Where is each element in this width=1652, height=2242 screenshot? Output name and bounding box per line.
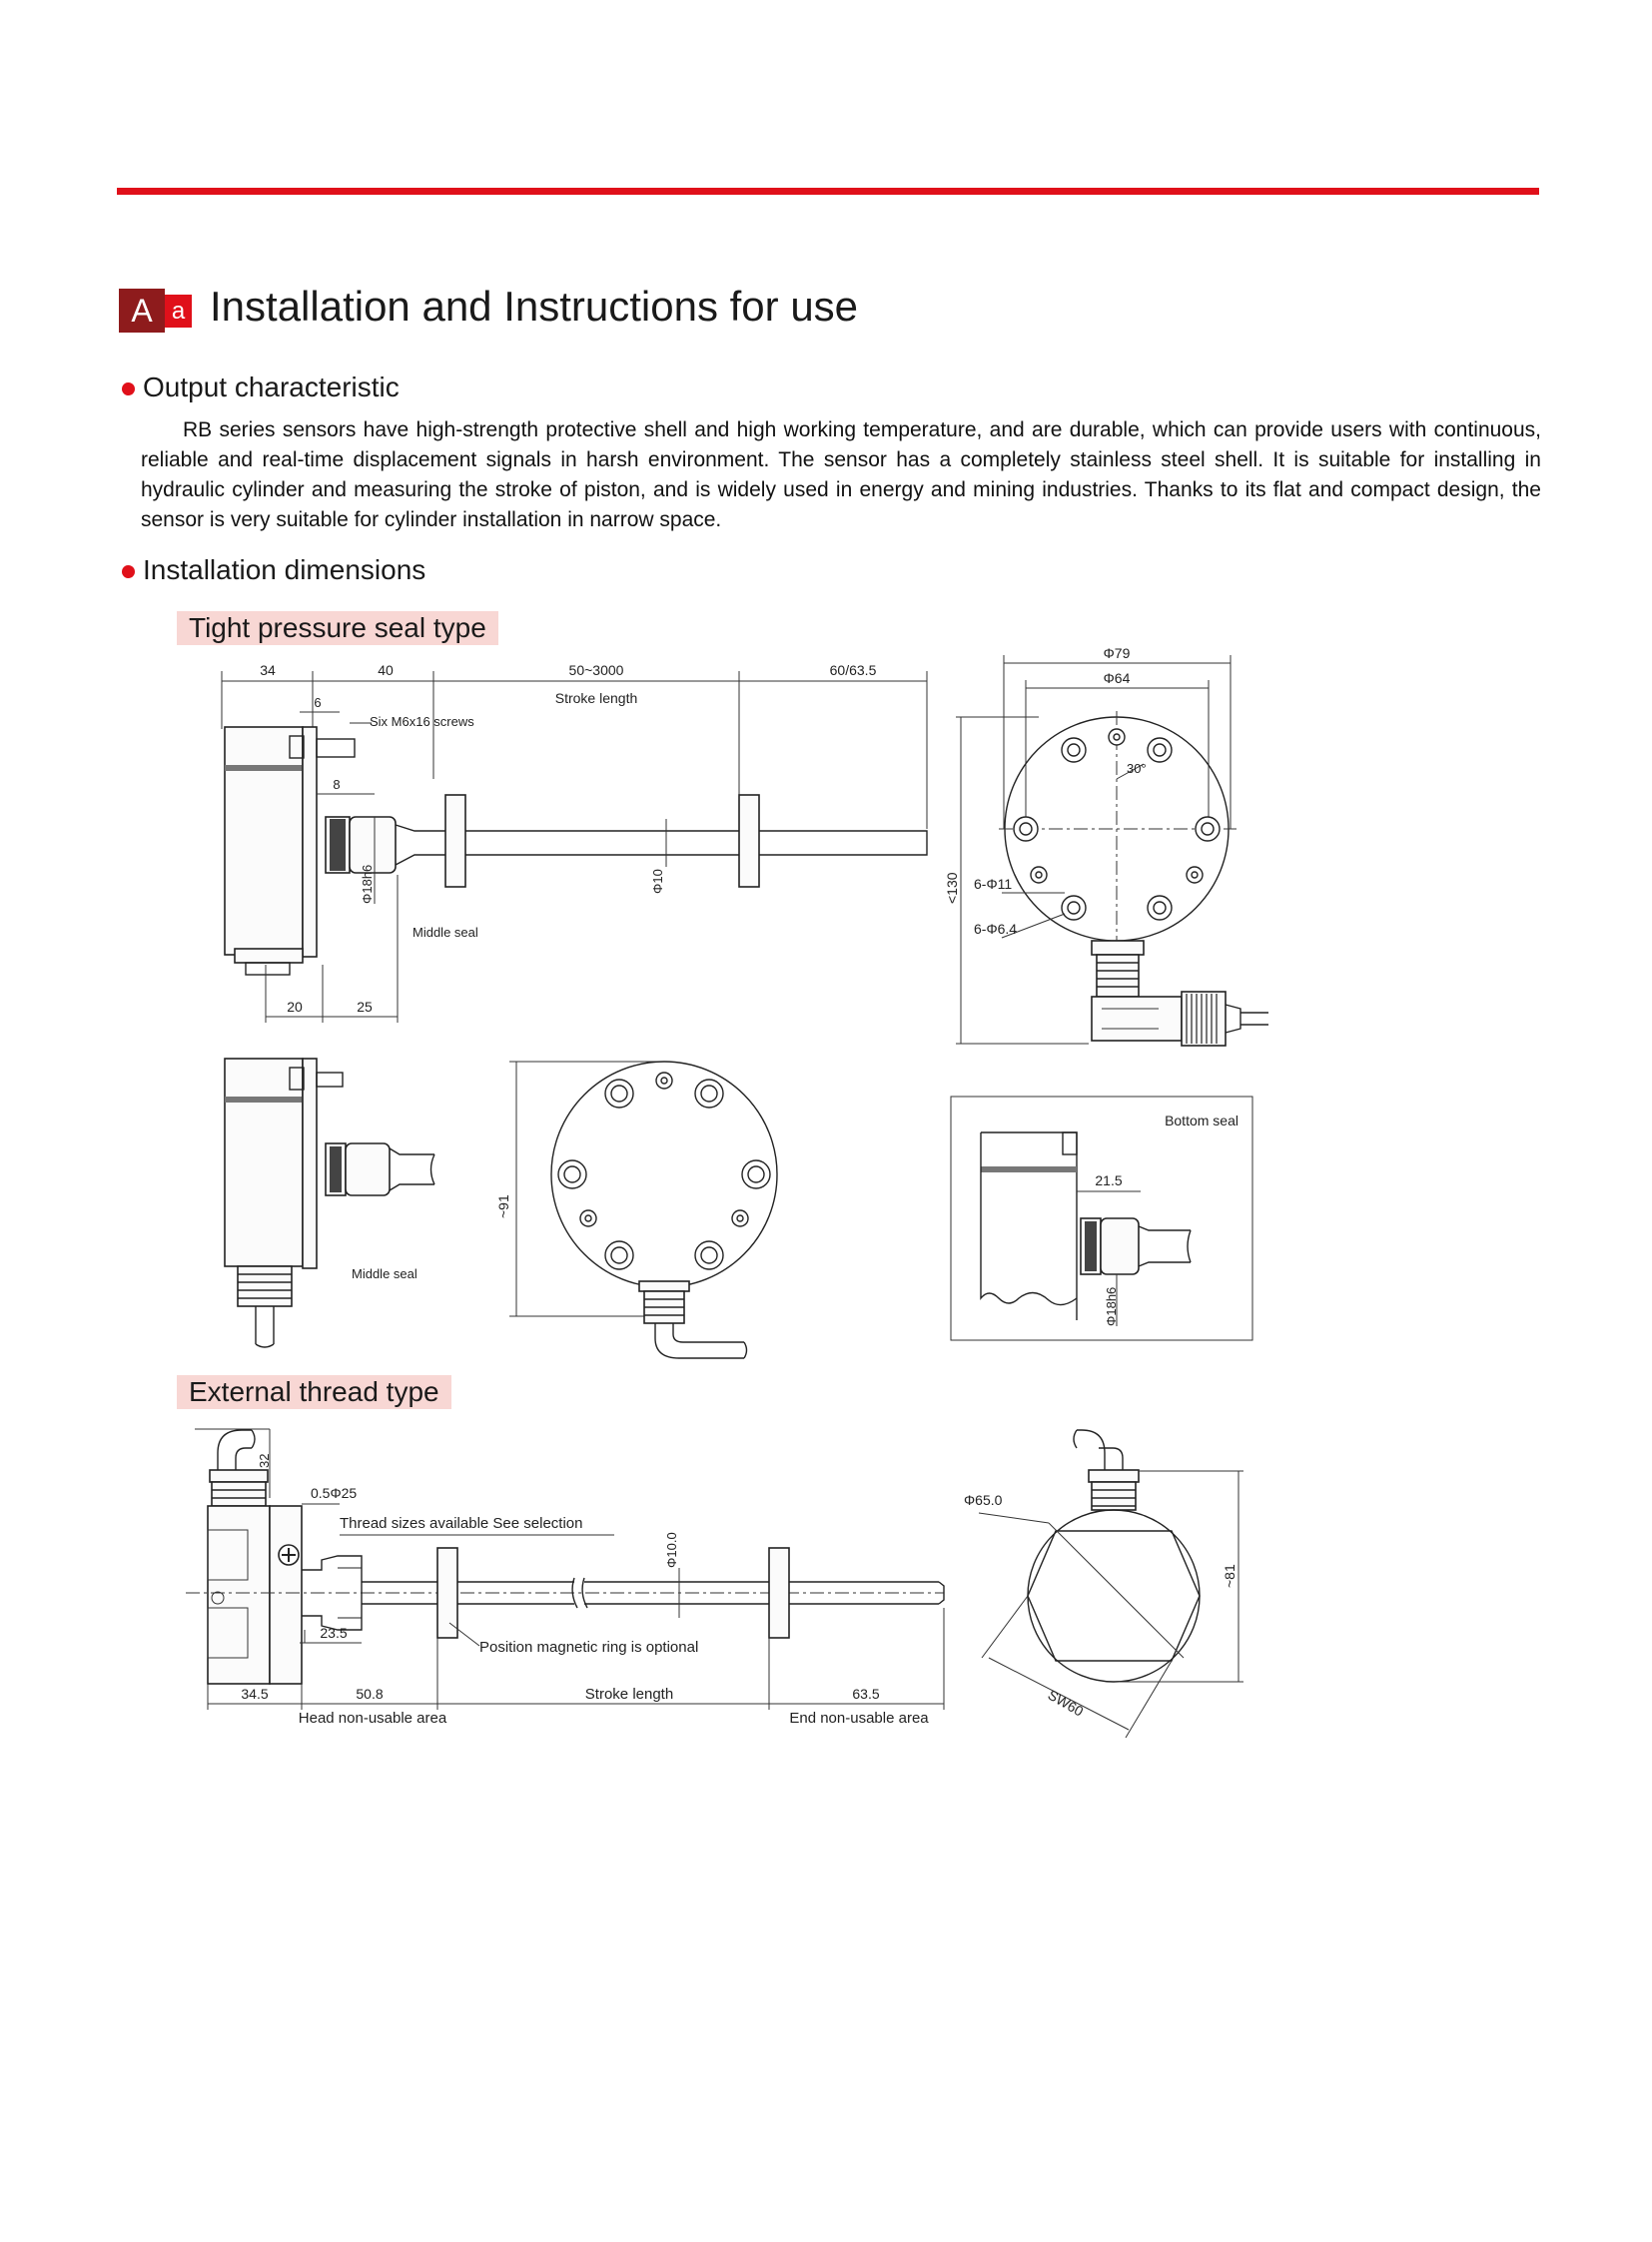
dim-25: 25: [357, 999, 373, 1015]
dim-21-5: 21.5: [1095, 1172, 1122, 1188]
bullet-dot: [122, 382, 135, 395]
section-badge: A a: [119, 289, 192, 333]
dim-50-3000: 50~3000: [569, 662, 624, 678]
phi10-label: Φ10: [650, 869, 665, 894]
dim-0-5-phi25: 0.5Φ25: [311, 1485, 357, 1501]
dim-60: 60/63.5: [830, 662, 877, 678]
dim-6: 6: [314, 695, 321, 710]
output-heading: Output characteristic: [143, 372, 400, 402]
angle-30-label: 30°: [1127, 761, 1147, 776]
top-red-rule: [117, 188, 1539, 195]
dim-50-8: 50.8: [356, 1686, 383, 1702]
dim-63-5: 63.5: [852, 1686, 879, 1702]
phi65-label: Φ65.0: [964, 1492, 1003, 1508]
end-area-label: End non-usable area: [789, 1710, 929, 1727]
head-area-label: Head non-usable area: [299, 1710, 447, 1727]
phi18-label-2: Φ18h6: [1104, 1287, 1119, 1326]
phi10-label-ext: Φ10.0: [664, 1532, 679, 1568]
middle-seal-label-2: Middle seal: [352, 1266, 417, 1281]
dim-23-5: 23.5: [320, 1625, 347, 1641]
bullet-dot: [122, 565, 135, 578]
screws-label: Six M6x16 screws: [370, 714, 474, 729]
tilde91-label: ~91: [495, 1194, 511, 1218]
tight-side-view-2: Middle seal: [224, 1058, 435, 1348]
tight-side-view: 34 40 50~3000 60/63.5 Stroke length 6 Si…: [221, 662, 928, 1023]
dim-34-5: 34.5: [241, 1686, 268, 1702]
thread-sizes-label: Thread sizes available See selection: [340, 1515, 582, 1532]
bottom-seal-view: Bottom seal 21.5 Φ18h6: [950, 1096, 1253, 1341]
sw60-label: SW60: [1046, 1687, 1087, 1720]
installation-heading: Installation dimensions: [143, 554, 426, 585]
external-type-label: External thread type: [177, 1375, 451, 1409]
phi18-label: Φ18h6: [360, 865, 375, 904]
holes-11-label: 6-Φ11: [974, 876, 1012, 892]
lt130-label: <130: [944, 872, 960, 904]
dim-40: 40: [378, 662, 394, 678]
dim-20: 20: [287, 999, 303, 1015]
bottom-seal-frame: [950, 1096, 1253, 1341]
dim-34: 34: [260, 662, 276, 678]
sensor-head: [224, 726, 304, 956]
external-end-view: Φ65.0 ~81 SW60: [964, 1429, 1243, 1739]
phi79-label: Φ79: [1104, 645, 1131, 661]
tight-type-label: Tight pressure seal type: [177, 611, 498, 645]
dim-8: 8: [333, 777, 340, 792]
stroke-length-label-ext: Stroke length: [585, 1686, 673, 1703]
stroke-length-label: Stroke length: [555, 690, 638, 706]
badge-letter-large: A: [119, 289, 165, 333]
tight-flange-view: Φ79 Φ64 30° 6-Φ11 6-Φ6.4: [944, 645, 1268, 1047]
middle-seal-label: Middle seal: [413, 925, 478, 940]
mag-ring-label: Position magnetic ring is optional: [479, 1639, 698, 1656]
tight-round-view: ~91: [495, 1061, 778, 1359]
external-side-view: 32 0.5Φ25 Thread sizes available See sel…: [186, 1428, 945, 1727]
output-paragraph: RB series sensors have high-strength pro…: [141, 418, 1541, 531]
phi64-label: Φ64: [1104, 670, 1131, 686]
bottom-seal-label: Bottom seal: [1165, 1113, 1239, 1128]
dim-32: 32: [257, 1454, 272, 1468]
holes-6-4-label: 6-Φ6.4: [974, 921, 1017, 937]
tilde81-label: ~81: [1222, 1564, 1238, 1588]
page-title: Installation and Instructions for use: [210, 283, 859, 330]
badge-letter-small: a: [165, 295, 192, 328]
